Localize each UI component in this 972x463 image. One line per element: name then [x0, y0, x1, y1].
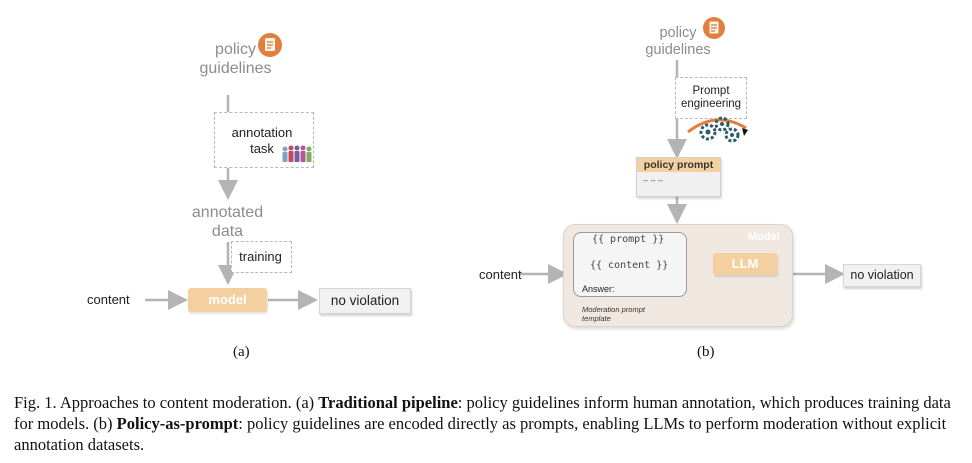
- training-label: training: [239, 249, 282, 264]
- caption-intro: Fig. 1. Approaches to content moderation…: [14, 393, 319, 412]
- template-caption: Moderation prompt template: [582, 305, 645, 323]
- policy-prompt-body: – – –: [643, 175, 664, 185]
- annotation-task-label: annotation task: [231, 125, 293, 156]
- content-label-b: content: [479, 267, 522, 282]
- model-box-a: model: [188, 288, 267, 312]
- people-icon: [281, 144, 315, 164]
- prompt-template-box: [573, 232, 687, 297]
- policy-prompt-box: policy prompt – – –: [636, 157, 721, 197]
- policy-guidelines-a: policy guidelines: [199, 41, 272, 77]
- policy-prompt-title: policy prompt: [637, 158, 720, 172]
- content-variable: {{ content }}: [590, 260, 669, 271]
- panel-a-label: (a): [233, 344, 250, 360]
- training-box: [231, 241, 292, 273]
- caption-bold-policy: Policy-as-prompt: [116, 414, 239, 433]
- document-icon: [258, 33, 282, 57]
- diagram-arrows: [145, 60, 845, 310]
- no-violation-a: no violation: [319, 288, 411, 314]
- policy-guidelines-b: policy guidelines: [645, 25, 711, 58]
- figure-caption: Fig. 1. Approaches to content moderation…: [14, 392, 964, 455]
- panel-b-label: (b): [697, 344, 715, 360]
- content-label-a: content: [87, 292, 130, 307]
- gears-icon: [686, 110, 750, 144]
- prompt-variable: {{ prompt }}: [592, 234, 665, 245]
- no-violation-b: no violation: [843, 264, 921, 287]
- caption-middle: : policy guidelines inform human annotat…: [14, 393, 951, 433]
- prompt-engineering-box: [675, 77, 747, 119]
- document-icon: [703, 17, 725, 39]
- model-label-b: Model: [748, 231, 780, 243]
- answer-label: Answer:: [582, 284, 615, 294]
- annotated-data-label: annotated data: [191, 204, 264, 240]
- caption-bold-traditional: Traditional pipeline: [318, 393, 458, 412]
- prompt-engineering-label: Prompt engineering: [680, 85, 742, 110]
- caption-end: : policy guidelines are encoded directly…: [14, 414, 947, 454]
- llm-box: LLM: [713, 253, 777, 275]
